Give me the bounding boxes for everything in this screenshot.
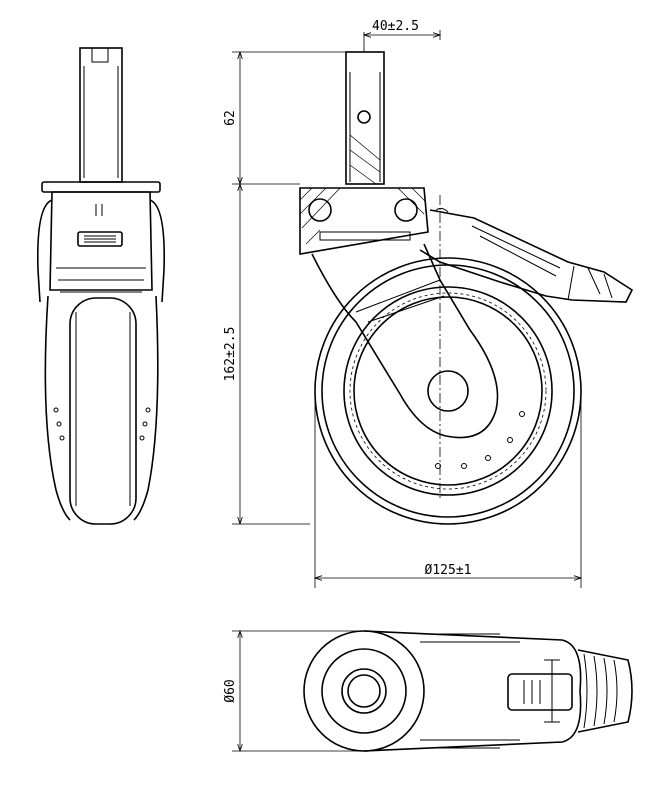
side-bearing-left bbox=[308, 198, 332, 222]
front-wheel-tread bbox=[75, 312, 131, 506]
front-holes bbox=[53, 407, 151, 441]
side-wheel-tire bbox=[314, 257, 582, 525]
dim-125-ext bbox=[314, 400, 582, 588]
front-fork-legs bbox=[44, 295, 159, 521]
side-pedal-lines bbox=[471, 225, 613, 301]
front-stem-socket bbox=[91, 47, 109, 63]
front-brake-button bbox=[77, 231, 123, 247]
bottom-axle-outer bbox=[341, 668, 387, 714]
side-bearing-right bbox=[394, 198, 418, 222]
dim-wheel-diameter: Ø125±1 bbox=[425, 563, 472, 578]
front-housing-sides bbox=[36, 199, 166, 303]
bottom-view bbox=[303, 630, 633, 752]
dim-vertical-ext bbox=[232, 51, 346, 525]
side-stem-hole bbox=[357, 110, 371, 124]
side-stem-inner bbox=[349, 72, 381, 182]
bottom-axle-inner bbox=[347, 674, 381, 708]
dim-60-ext bbox=[232, 630, 364, 752]
side-wheel-tire-inner bbox=[321, 264, 575, 518]
side-wheel-hub-edge bbox=[353, 296, 543, 486]
bottom-brake-button bbox=[507, 673, 573, 711]
front-slot-mark bbox=[95, 204, 103, 216]
front-top-plate bbox=[41, 181, 161, 193]
front-stem bbox=[79, 47, 123, 183]
side-fork-inner bbox=[355, 279, 445, 323]
side-view bbox=[299, 51, 634, 525]
side-wheel-rim bbox=[343, 286, 553, 496]
bottom-swivel-inner bbox=[321, 648, 407, 734]
front-stem-inner bbox=[83, 66, 119, 178]
front-wheel bbox=[69, 297, 137, 525]
side-wheel-bearing-ring bbox=[349, 292, 547, 490]
dim-stem-height: 62 bbox=[223, 110, 238, 126]
front-view bbox=[36, 47, 166, 525]
bottom-pedal-ribs bbox=[583, 653, 618, 729]
side-head-hatch bbox=[299, 187, 427, 245]
dimension-lines bbox=[232, 30, 581, 751]
front-housing bbox=[49, 191, 153, 291]
side-stem bbox=[345, 51, 385, 185]
side-axle bbox=[427, 370, 469, 412]
side-swivel-head bbox=[299, 187, 429, 255]
side-hub-holes bbox=[435, 411, 525, 469]
side-brake-pedal bbox=[419, 209, 634, 303]
bottom-pedal-tip bbox=[577, 649, 633, 733]
side-pedal-pivot bbox=[435, 207, 449, 213]
bottom-button-frame bbox=[544, 659, 560, 723]
dim-stem-offset: 40±2.5 bbox=[372, 19, 419, 34]
bottom-edge-lines bbox=[420, 633, 520, 749]
side-bearing-race bbox=[319, 231, 411, 241]
side-stem-hatch bbox=[349, 134, 381, 185]
front-housing-lines bbox=[56, 267, 146, 293]
dim-width: Ø60 bbox=[223, 679, 238, 702]
front-button-ribs bbox=[84, 235, 116, 243]
dim-total-height: 162±2.5 bbox=[223, 327, 238, 382]
bottom-outline bbox=[363, 630, 582, 752]
bottom-button-ribs bbox=[523, 680, 541, 704]
